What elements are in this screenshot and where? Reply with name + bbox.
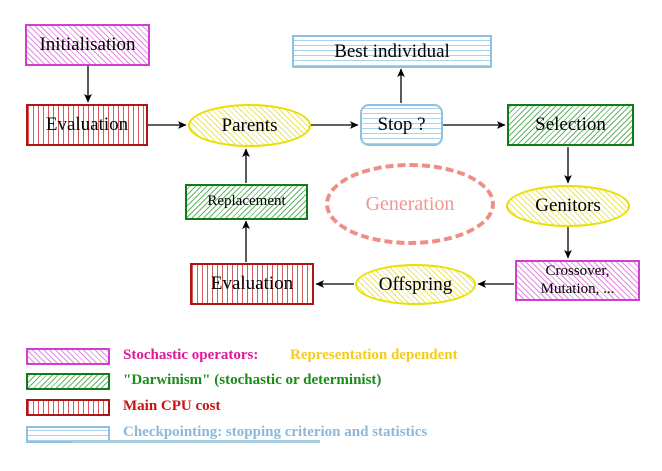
legend-label-checkpointing: Checkpointing: stopping criterion and st… — [123, 424, 428, 440]
node-stop[interactable]: Stop ? — [360, 104, 443, 146]
node-replacement-label: Replacement — [207, 193, 286, 210]
legend-swatch-stochastic — [26, 348, 110, 365]
node-generation-label: Generation — [365, 192, 455, 215]
legend-swatch-cpu-cost — [26, 399, 110, 416]
node-crossover-mutation-label: Crossover, Mutation, ... — [540, 263, 615, 297]
node-initialisation-label: Initialisation — [39, 34, 136, 56]
node-selection-label: Selection — [535, 114, 606, 136]
legend-label-representation-dependent: Representation dependent — [290, 347, 458, 363]
node-evaluation-top[interactable]: Evaluation — [26, 104, 148, 146]
node-generation-group: Generation — [325, 163, 495, 245]
node-offspring-label: Offspring — [378, 273, 453, 295]
bottom-divider — [72, 440, 320, 443]
node-initialisation[interactable]: Initialisation — [25, 24, 150, 66]
node-evaluation-bottom-label: Evaluation — [210, 273, 294, 295]
node-evaluation-top-label: Evaluation — [45, 114, 129, 136]
node-parents[interactable]: Parents — [188, 104, 311, 147]
node-best-individual-label: Best individual — [334, 40, 450, 62]
legend-label-cpu-cost: Main CPU cost — [123, 398, 221, 414]
node-selection[interactable]: Selection — [507, 104, 634, 146]
node-genitors[interactable]: Genitors — [506, 185, 630, 227]
node-parents-label: Parents — [221, 114, 278, 136]
legend-swatch-checkpointing — [26, 426, 110, 443]
legend-label-stochastic: Stochastic operators: — [123, 347, 259, 363]
legend-label-darwinism: "Darwinism" (stochastic or determinist) — [123, 372, 382, 388]
node-replacement[interactable]: Replacement — [185, 184, 308, 220]
node-stop-label: Stop ? — [377, 114, 426, 136]
node-evaluation-bottom[interactable]: Evaluation — [190, 263, 314, 305]
node-offspring[interactable]: Offspring — [355, 264, 476, 305]
node-crossover-mutation[interactable]: Crossover, Mutation, ... — [515, 260, 640, 301]
node-best-individual[interactable]: Best individual — [292, 35, 492, 68]
legend-swatch-darwinism — [26, 373, 110, 390]
node-genitors-label: Genitors — [535, 195, 601, 217]
